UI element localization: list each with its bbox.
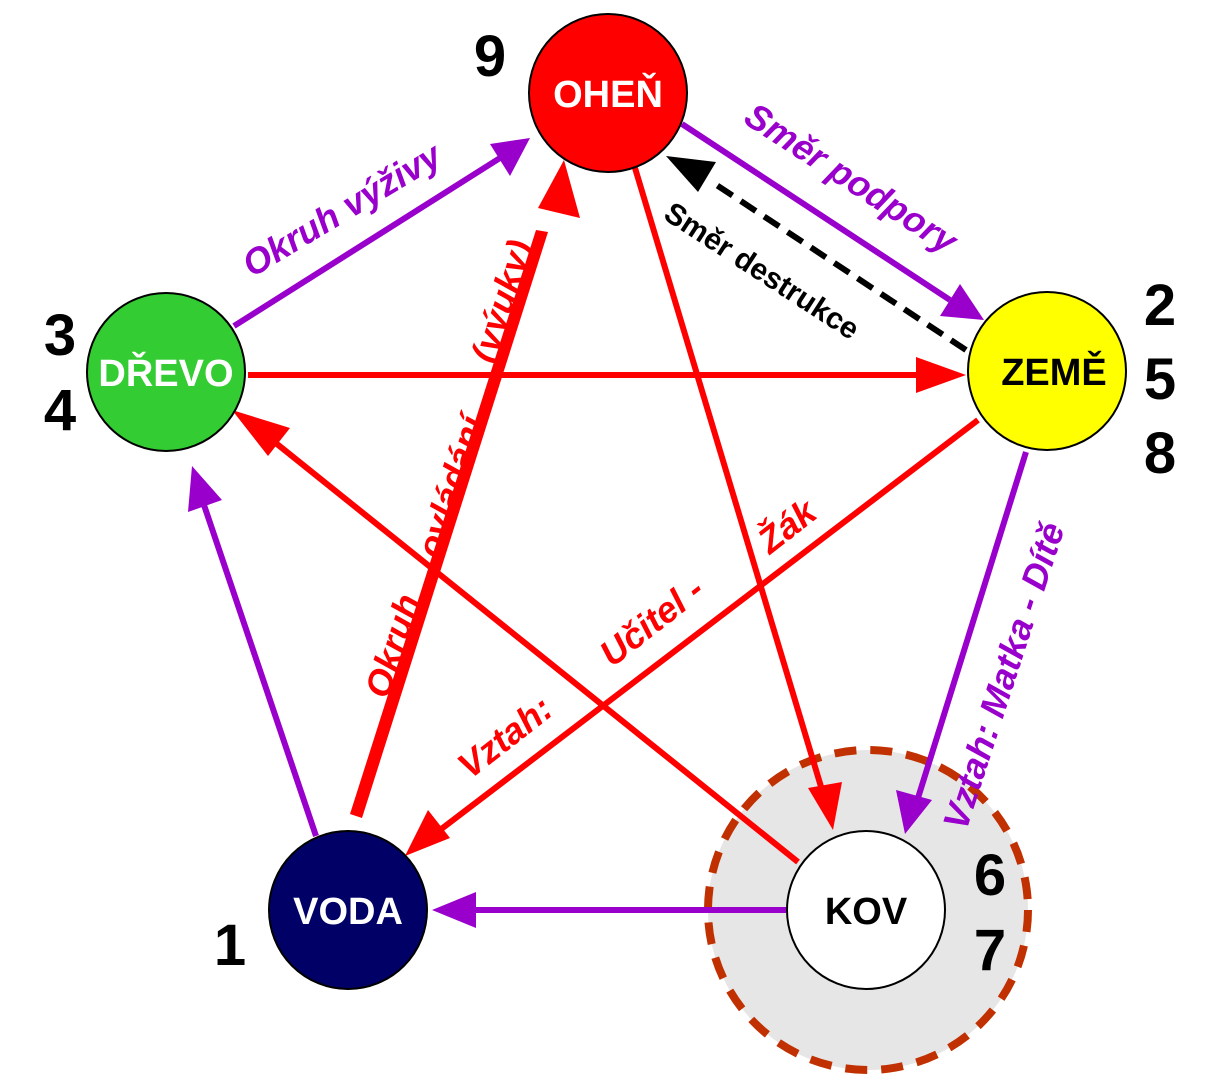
label-vztah-ucitel-3: Žák: [748, 489, 825, 562]
label-smer-destrukce: Směr destrukce: [658, 196, 865, 346]
arrow-kov-drevo: [270, 437, 800, 865]
arrowhead-drevo-zeme: [916, 357, 966, 393]
arrowhead-zeme-ohen-dashed: [666, 156, 716, 192]
node-zeme-label: ZEMĚ: [1001, 350, 1107, 394]
node-zeme-circle: [967, 291, 1127, 451]
arrow-ohen-kov: [632, 167, 825, 791]
destruction-arrow: [666, 156, 968, 353]
node-ohen-label: OHEŇ: [553, 72, 663, 116]
arrowhead-zeme-kov: [896, 790, 932, 834]
label-vztah-ucitel-2: Učitel -: [592, 568, 712, 674]
arrow-ohen-zeme: [680, 121, 952, 303]
arrowhead-drevo-ohen: [490, 138, 530, 176]
control-arrows: [232, 160, 980, 865]
arrowhead-kov-drevo: [232, 410, 290, 456]
node-ohen: OHEŇ: [528, 13, 688, 173]
arrowhead-ohen-zeme: [940, 284, 984, 320]
arrowhead-voda-drevo: [188, 466, 222, 512]
arrow-zeme-kov: [915, 451, 1029, 799]
arrow-voda-drevo: [201, 504, 319, 837]
label-vztah-ucitel-1: Vztah:: [450, 688, 560, 787]
number-ohen: 9: [474, 24, 506, 89]
arrowhead-voda-ohen: [538, 160, 580, 218]
arrowhead-kov-voda: [432, 892, 476, 928]
number-drevo-2: 4: [44, 378, 76, 443]
arrow-zeme-voda: [438, 417, 980, 833]
node-voda-circle: [268, 830, 428, 990]
node-kov-circle: [786, 830, 946, 990]
label-okruh-ovladani-2: ovládání: [409, 407, 494, 562]
node-ohen-circle: [528, 13, 688, 173]
node-drevo: DŘEVO: [86, 292, 246, 452]
node-voda: VODA: [268, 830, 428, 990]
label-okruh-ovladani-1: Okruh: [357, 589, 429, 702]
node-drevo-label: DŘEVO: [98, 351, 233, 395]
number-kov-2: 7: [974, 918, 1006, 983]
node-zeme: ZEMĚ: [967, 291, 1127, 451]
node-voda-label: VODA: [293, 891, 403, 933]
node-kov-label: KOV: [825, 891, 908, 933]
node-drevo-circle: [86, 292, 246, 452]
arrow-zeme-ohen-dashed: [710, 179, 968, 353]
number-zeme-2: 5: [1144, 347, 1176, 412]
node-kov: KOV: [786, 830, 946, 990]
number-zeme-1: 2: [1144, 273, 1176, 338]
arrowhead-zeme-voda: [405, 810, 450, 856]
arrow-drevo-ohen: [232, 155, 502, 329]
number-voda: 1: [214, 913, 246, 978]
number-zeme-3: 8: [1144, 421, 1176, 486]
number-drevo-1: 3: [44, 303, 76, 368]
numbers: 9 2 5 8 6 7 1 3 4: [44, 24, 1176, 983]
labels: Okruh výživy Směr podpory Směr destrukce…: [235, 94, 1073, 834]
label-vyuky: (výuky): [463, 235, 541, 368]
number-kov-1: 6: [974, 843, 1006, 908]
support-arrows: [188, 121, 1029, 928]
arrowhead-ohen-kov: [808, 782, 842, 830]
